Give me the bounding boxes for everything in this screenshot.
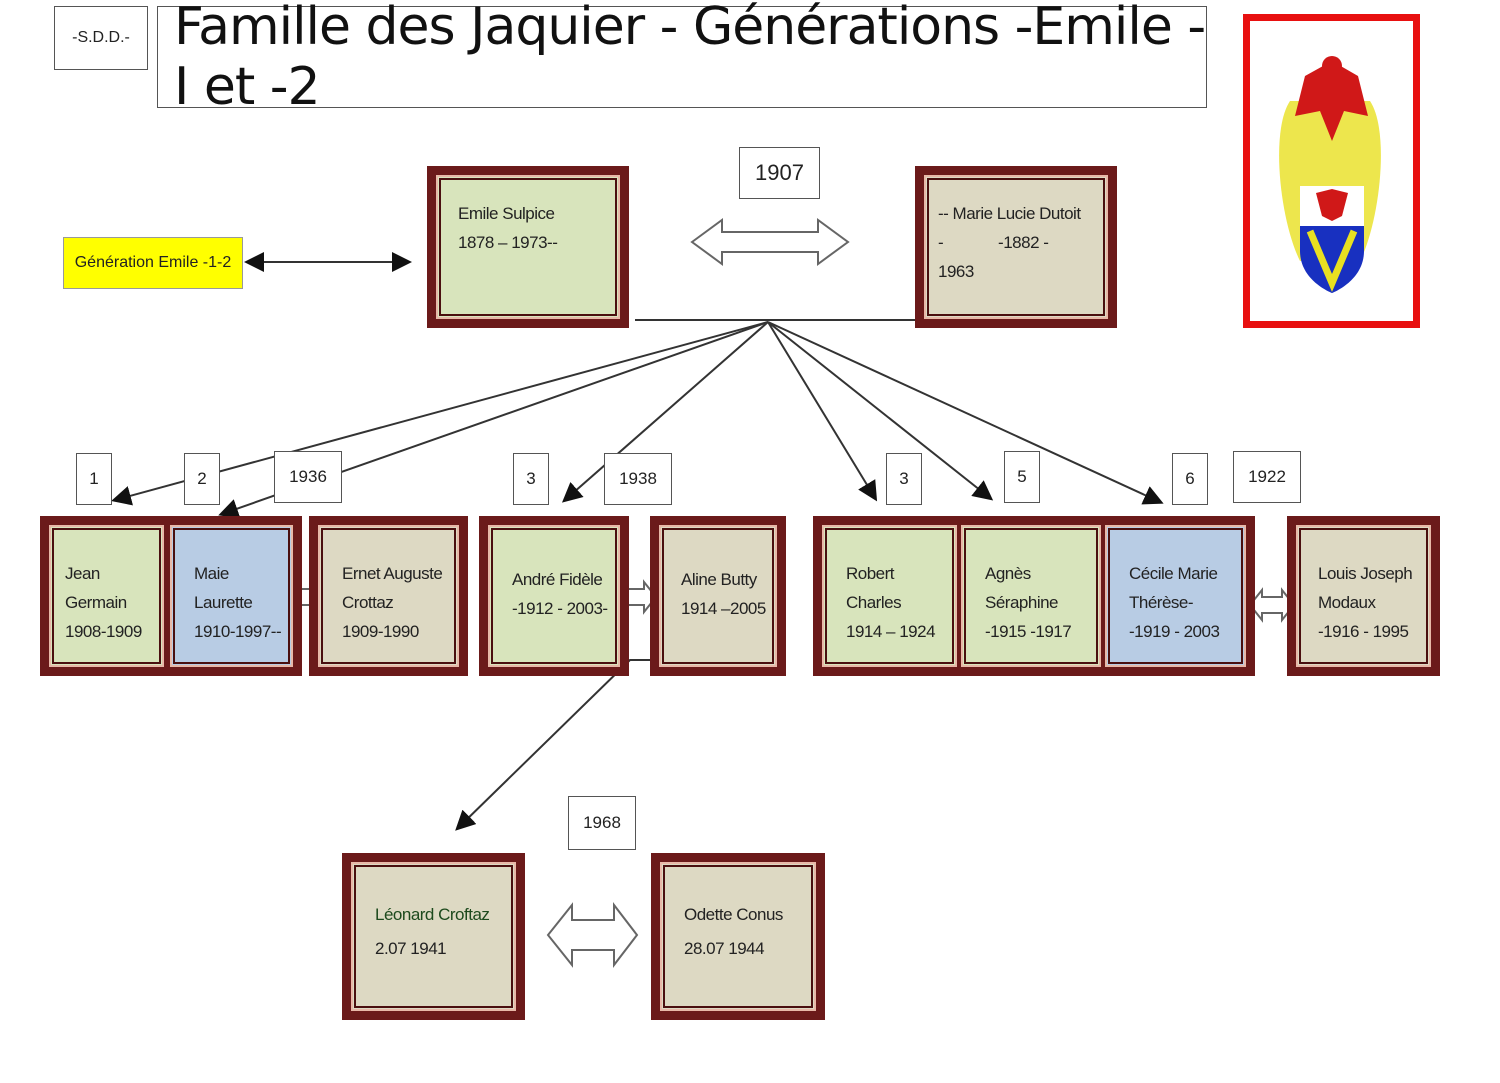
marriage-year: 1936 [274,451,342,503]
child-number: 5 [1004,451,1040,503]
eagle-shield-icon [1279,56,1381,293]
generation-label: Génération Emile -1-2 [63,237,243,289]
person-name: -- Marie Lucie Dutoit [938,204,1081,223]
person-name: Crottaz [342,593,394,612]
child-number: 3 [886,453,922,505]
person-name: Odette Conus [684,905,783,924]
person-name: Maie [194,564,229,583]
child-number: 1 [76,453,112,505]
person-dates: 1914 – 1924 [846,622,936,641]
person-name: Emile Sulpice [458,204,555,223]
person-box-spouse[interactable]: Aline Butty 1914 –2005 [650,516,786,676]
person-dates: 28.07 1944 [684,939,765,958]
person-name: Modaux [1318,593,1376,612]
coat-of-arms [1243,14,1420,328]
person-box-mother[interactable]: -- Marie Lucie Dutoit - -1882 - 1963 [915,166,1117,328]
person-box-spouse[interactable]: Odette Conus 28.07 1944 [651,853,825,1020]
person-name: Charles [846,593,902,612]
child-line [111,321,769,506]
child-line [767,321,1164,505]
person-name: Germain [65,593,127,612]
person-name: Louis Joseph [1318,564,1413,583]
person-dates: 1914 –2005 [681,599,766,618]
person-name: Séraphine [985,593,1059,612]
person-name: Thérèse- [1129,593,1194,612]
person-dates: 1909-1990 [342,622,419,641]
person-box-father[interactable]: Emile Sulpice 1878 – 1973-- [427,166,629,328]
document-code: -S.D.D.- [54,6,148,70]
marriage-year: 1968 [568,796,636,850]
marriage-year: 1938 [604,453,672,505]
person-name: Ernet Auguste [342,564,443,583]
person-dates: -1916 - 1995 [1318,622,1409,641]
person-dates: 2.07 1941 [375,939,447,958]
person-name: Agnès [985,564,1031,583]
person-dates: -1912 - 2003- [512,599,608,618]
person-name: Aline Butty [681,570,757,589]
person-dates: 1963 [938,262,974,281]
person-dates: -1915 -1917 [985,622,1072,641]
person-name: André Fidèle [512,570,603,589]
person-name: Robert [846,564,895,583]
person-box-child[interactable]: André Fidèle -1912 - 2003- [479,516,629,676]
person-name: Léonard Croftaz [375,905,490,924]
child-number: 2 [184,453,220,505]
person-dates: 1910-1997-- [194,622,282,641]
person-dates: 1908-1909 [65,622,142,641]
person-name: Laurette [194,593,253,612]
child-number: 3 [513,453,549,505]
person-name: Cécile Marie [1129,564,1218,583]
person-dates: - -1882 - [938,233,1049,252]
child-line [767,321,878,502]
person-dates: 1878 – 1973-- [458,233,558,252]
person-box-grandchild[interactable]: Léonard Croftaz 2.07 1941 [342,853,525,1020]
child-line [561,321,769,503]
marriage-year: 1907 [739,147,820,199]
person-name: Jean [65,564,100,583]
child-line [767,321,994,501]
grandchild-line [455,659,650,831]
person-dates: -1919 - 2003 [1129,622,1220,641]
marriage-year: 1922 [1233,451,1301,503]
page-title: Famille des Jaquier - Générations -Emile… [157,0,1207,117]
child-number: 6 [1172,453,1208,505]
